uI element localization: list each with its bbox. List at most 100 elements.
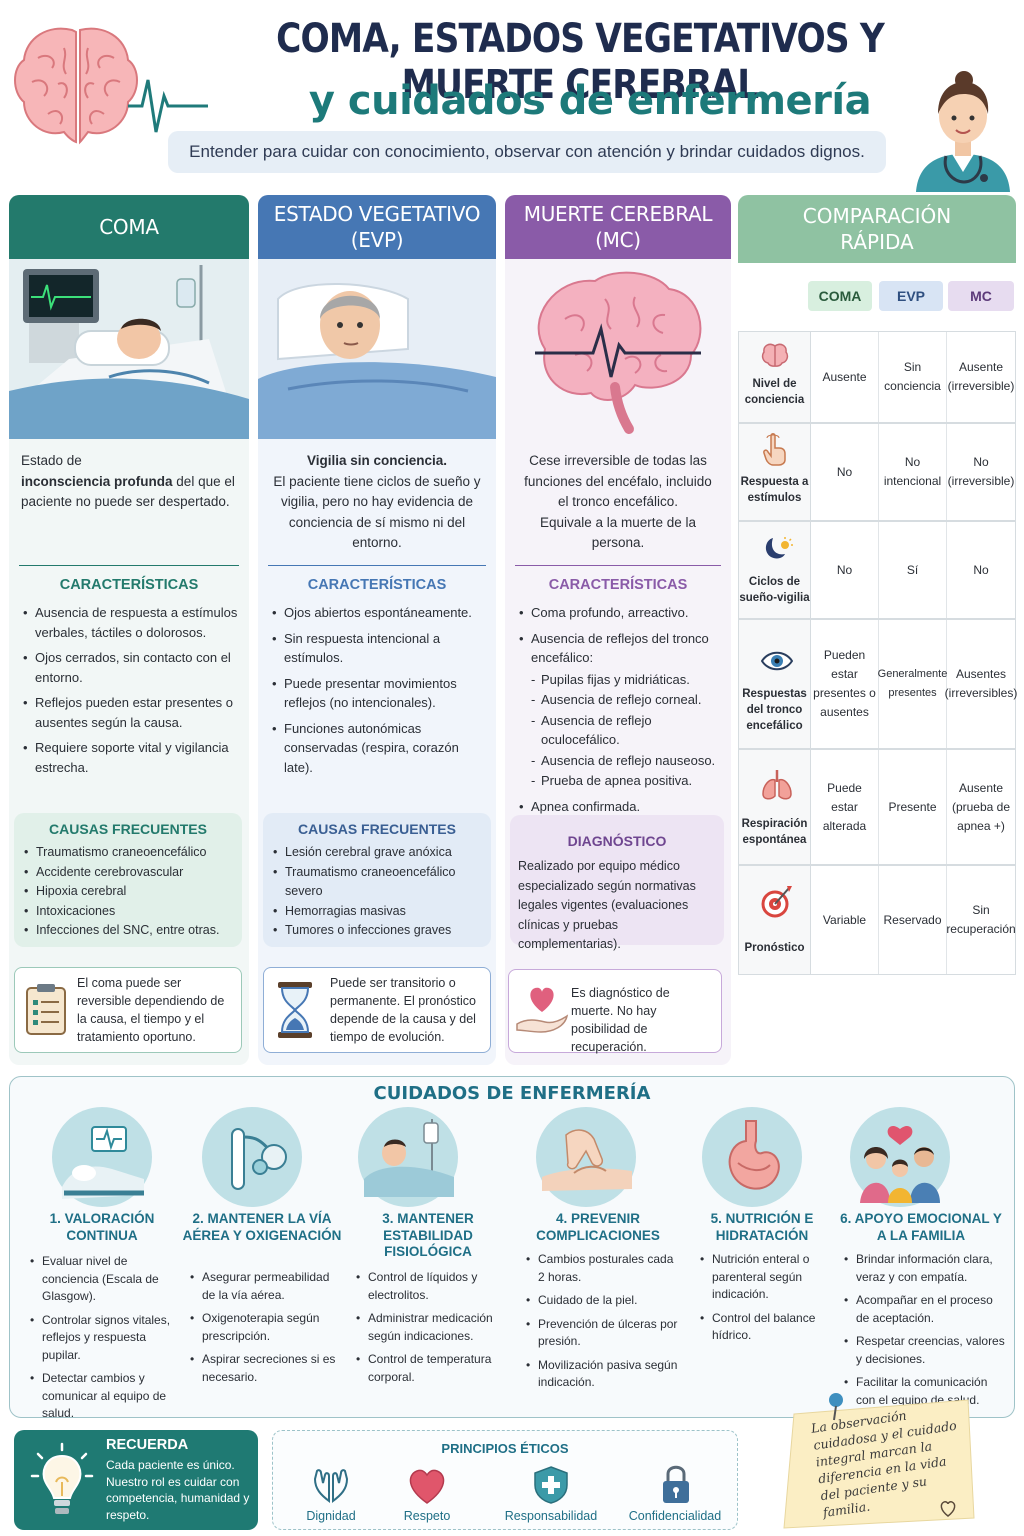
- care-title: 2. MANTENER LA VÍA AÉREA Y OXIGENACIÓN: [182, 1211, 342, 1243]
- list-item: Sin respuesta intencional a estímulos.: [272, 629, 488, 668]
- divider: [19, 565, 239, 566]
- list-item: Tumores o infecciones graves: [273, 921, 483, 941]
- care-list: Asegurar permeabilidad de la vía aérea. …: [190, 1269, 342, 1392]
- list-item: Infecciones del SNC, entre otras.: [24, 921, 234, 941]
- ecg-line: [128, 79, 208, 133]
- cell-mc: Ausente (irreversible): [947, 360, 1015, 393]
- list-item: Funciones autonómicas conservadas (respi…: [272, 719, 488, 778]
- evp-note: Puede ser transitorio o permanente. El p…: [263, 967, 491, 1053]
- evp-causes-list: Lesión cerebral grave anóxica Traumatism…: [273, 843, 483, 941]
- nursing-care-title: CUIDADOS DE ENFERMERÍA: [373, 1083, 651, 1104]
- evp-note-text: Puede ser transitorio o permanente. El p…: [330, 976, 476, 1044]
- list-item: Lesión cerebral grave anóxica: [273, 843, 483, 863]
- care-title: 4. PREVENIR COMPLICACIONES: [536, 1211, 660, 1243]
- list-item: Ausencia de reflejos del tronco encefáli…: [519, 629, 723, 668]
- pushpin-icon: [829, 1393, 843, 1421]
- cell-evp: Generalmente presentes: [878, 620, 947, 748]
- cell-mc: No: [973, 562, 989, 577]
- list-item: Hipoxia cerebral: [24, 882, 234, 902]
- list-item: Intoxicaciones: [24, 902, 234, 922]
- ecg-line: [535, 323, 701, 378]
- mc-note: Es diagnóstico de muerte. No hay posibil…: [508, 969, 722, 1054]
- coma-patient-illustration: [9, 259, 249, 439]
- care-title: 3. MANTENER ESTABILIDAD FISIOLÓGICA: [382, 1211, 474, 1259]
- eye-icon: [761, 651, 793, 671]
- evp-patient-illustration: [258, 259, 496, 439]
- list-item: Ausencia de reflejo nauseoso.: [519, 751, 723, 771]
- list-item: Movilización pasiva según indicación.: [526, 1357, 678, 1392]
- shield-cross-icon: [534, 1466, 568, 1504]
- hand-pointer-icon: [763, 433, 786, 466]
- cell-coma: No: [811, 522, 879, 618]
- coma-causes-box: CAUSAS FRECUENTES Traumatismo craneoence…: [14, 813, 242, 947]
- mc-note-text: Es diagnóstico de muerte. No hay posibil…: [571, 986, 670, 1054]
- list-item: Ojos abiertos espontáneamente.: [272, 603, 488, 623]
- list-item: Aspirar secreciones si es necesario.: [190, 1351, 342, 1386]
- list-item: Brindar información clara, veraz y con e…: [844, 1251, 1006, 1286]
- table-row: Respuestas del tronco encefálico Pueden …: [738, 619, 1017, 749]
- coma-characteristics-title: CARACTERÍSTICAS: [59, 577, 199, 593]
- heart-icon: [409, 1469, 445, 1504]
- heart-hand-icon: [516, 987, 569, 1033]
- list-item: Cuidado de la piel.: [526, 1292, 678, 1310]
- cell-coma: Pueden estar presentes o ausentes: [811, 620, 879, 748]
- list-item: Accidente cerebrovascular: [24, 863, 234, 883]
- brain-ecg-illustration: [505, 259, 731, 439]
- evp-column: ESTADO VEGETATIVO(EVP) Vigilia sin conci…: [258, 195, 496, 1065]
- ethics-label: Confidencialidad: [628, 1509, 722, 1523]
- comparison-col-coma: COMA: [808, 281, 872, 311]
- care-title: 1. VALORACIÓN CONTINUA: [49, 1211, 155, 1243]
- cell-evp: Sin conciencia: [879, 332, 947, 422]
- table-row: Nivel de conciencia Ausente Sin concienc…: [738, 331, 1016, 423]
- ethics-box: PRINCIPIOS ÉTICOS Dignidad Respeto Respo…: [272, 1430, 738, 1530]
- list-item: Ausencia de respuesta a estímulos verbal…: [23, 603, 241, 642]
- list-item: Administrar medicación según indicacione…: [356, 1310, 508, 1345]
- cell-evp: No intencional: [879, 424, 947, 520]
- mc-diagnosis-box: DIAGNÓSTICO Realizado por equipo médico …: [510, 815, 724, 951]
- coma-causes-title: CAUSAS FRECUENTES: [49, 821, 207, 837]
- coma-characteristics-list: Ausencia de respuesta a estímulos verbal…: [23, 603, 241, 783]
- nursing-care-section: CUIDADOS DE ENFERMERÍA 1. VALORACIÓN CON…: [9, 1076, 1015, 1420]
- care-list: Control de líquidos y electrolitos. Admi…: [356, 1269, 508, 1392]
- lightbulb-icon: [30, 1442, 94, 1514]
- care-list: Cambios posturales cada 2 horas. Cuidado…: [526, 1251, 678, 1398]
- nurse-illustration: [916, 71, 1010, 192]
- moon-sun-icon: [765, 537, 793, 559]
- coma-note-text: El coma puede ser reversible dependiendo…: [77, 976, 225, 1044]
- comparison-col-mc: MC: [948, 281, 1014, 311]
- airway-icon: [202, 1107, 302, 1207]
- iv-patient-icon: [358, 1107, 458, 1207]
- brain-ecg-logo: [14, 27, 208, 145]
- list-item: Detectar cambios y comunicar al equipo d…: [30, 1370, 182, 1423]
- list-item: Nutrición enteral o parenteral según ind…: [700, 1251, 832, 1304]
- table-row: Pronóstico Variable Reservado Sin recupe…: [738, 865, 1016, 975]
- list-item: Traumatismo craneoencefálico: [24, 843, 234, 863]
- stomach-icon: [702, 1107, 802, 1207]
- monitor-bed-icon: [52, 1107, 152, 1207]
- cell-coma: No: [811, 424, 879, 520]
- list-item: Reflejos pueden estar presentes o ausent…: [23, 693, 241, 732]
- list-item: Coma profundo, arreactivo.: [519, 603, 723, 623]
- list-item: Controlar signos vitales, reflejos y res…: [30, 1312, 182, 1365]
- mc-diagnosis-text: Realizado por equipo médico especializad…: [518, 859, 696, 951]
- cell-evp: Presente: [879, 750, 947, 864]
- care-list: Evaluar nivel de conciencia (Escala de G…: [30, 1253, 182, 1429]
- care-list: Nutrición enteral o parenteral según ind…: [700, 1251, 832, 1351]
- stethoscope-icon: [943, 155, 983, 184]
- mc-characteristics-list: Coma profundo, arreactivo. Ausencia de r…: [519, 603, 723, 822]
- heart-outline-icon: [940, 1501, 956, 1517]
- remember-box: RECUERDA Cada paciente es único. Nuestro…: [14, 1430, 258, 1530]
- sticky-note: [783, 1393, 975, 1529]
- evp-causes-title: CAUSAS FRECUENTES: [298, 821, 456, 837]
- list-item: Asegurar permeabilidad de la vía aérea.: [190, 1269, 342, 1304]
- ethics-label: Respeto: [403, 1509, 451, 1523]
- list-item: Oxigenoterapia según prescripción.: [190, 1310, 342, 1345]
- target-icon: [761, 886, 792, 918]
- mc-column: MUERTE CEREBRAL(MC) Cese irreversible de…: [505, 195, 731, 1065]
- table-row: Ciclos de sueño-vigilia No Sí No: [738, 521, 1016, 619]
- coma-column: COMA Estado de inconsciencia profunda de…: [9, 195, 249, 1065]
- mc-description: Cese irreversible de todas las funciones…: [524, 453, 712, 550]
- cell-coma: Ausente: [811, 332, 879, 422]
